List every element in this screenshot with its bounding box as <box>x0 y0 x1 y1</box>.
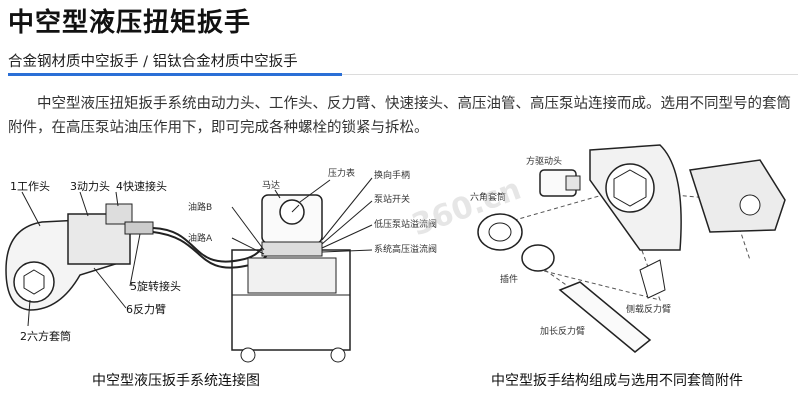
divider-accent <box>8 73 342 76</box>
label-oil-a: 油路A <box>188 232 213 244</box>
label-socket: 2六方套筒 <box>20 329 71 343</box>
label-high-pressure-valve: 系统高压溢流阀 <box>374 243 437 255</box>
label-extended-reaction-arm: 加长反力臂 <box>540 325 585 337</box>
pump-wheel-right <box>330 347 346 363</box>
insert-part <box>521 244 555 272</box>
system-connection-diagram: 1工作头 3动力头 4快速接头 5旋转接头 6反力臂 2六方套筒 油路B 油路A… <box>5 167 437 363</box>
swivel-joint <box>124 221 154 235</box>
label-power-head: 3动力头 <box>70 180 110 193</box>
label-side-reaction-arm: 侧载反力臂 <box>626 303 671 315</box>
label-pump-switch: 泵站开关 <box>374 193 410 205</box>
label-reaction-arm: 6反力臂 <box>126 303 166 316</box>
divider <box>8 74 798 75</box>
label-oil-b: 油路B <box>188 201 212 213</box>
quick-coupler-body <box>105 203 133 225</box>
label-swivel: 5旋转接头 <box>130 279 181 293</box>
label-reversing-handle: 换向手柄 <box>374 169 410 181</box>
valve-block <box>261 241 323 257</box>
pump-wheel-left <box>240 347 256 363</box>
label-work-head: 1工作头 <box>10 180 50 193</box>
pump-tank <box>247 257 337 294</box>
intro-paragraph: 中空型液压扭矩扳手系统由动力头、工作头、反力臂、快速接头、高压油管、高压泵站连接… <box>8 96 791 136</box>
label-square-drive: 方驱动头 <box>526 155 562 167</box>
label-low-pressure-valve: 低压泵站溢流阀 <box>374 218 437 230</box>
label-pressure-gauge: 压力表 <box>328 167 355 179</box>
side-reaction-arm-part <box>639 259 666 299</box>
left-figure-caption: 中空型液压扳手系统连接图 <box>92 373 260 389</box>
structure-exploded-diagram: 方驱动头 六角套筒 插件 侧载反力臂 加长反力臂 <box>470 144 786 353</box>
page-title: 中空型液压扭矩扳手 <box>8 8 252 38</box>
power-head-body <box>67 213 131 265</box>
right-figure-caption: 中空型扳手结构组成与选用不同套筒附件 <box>491 373 743 389</box>
label-motor: 马达 <box>262 179 280 191</box>
label-quick-coupler: 4快速接头 <box>116 180 167 193</box>
page-subtitle: 合金钢材质中空扳手 / 铝钛合金材质中空扳手 <box>8 54 298 70</box>
hex-socket-inner <box>23 269 45 295</box>
power-head-part <box>689 159 786 233</box>
extended-reaction-arm-part <box>558 281 652 353</box>
label-hex-socket: 六角套筒 <box>470 191 506 203</box>
label-insert: 插件 <box>500 273 518 285</box>
